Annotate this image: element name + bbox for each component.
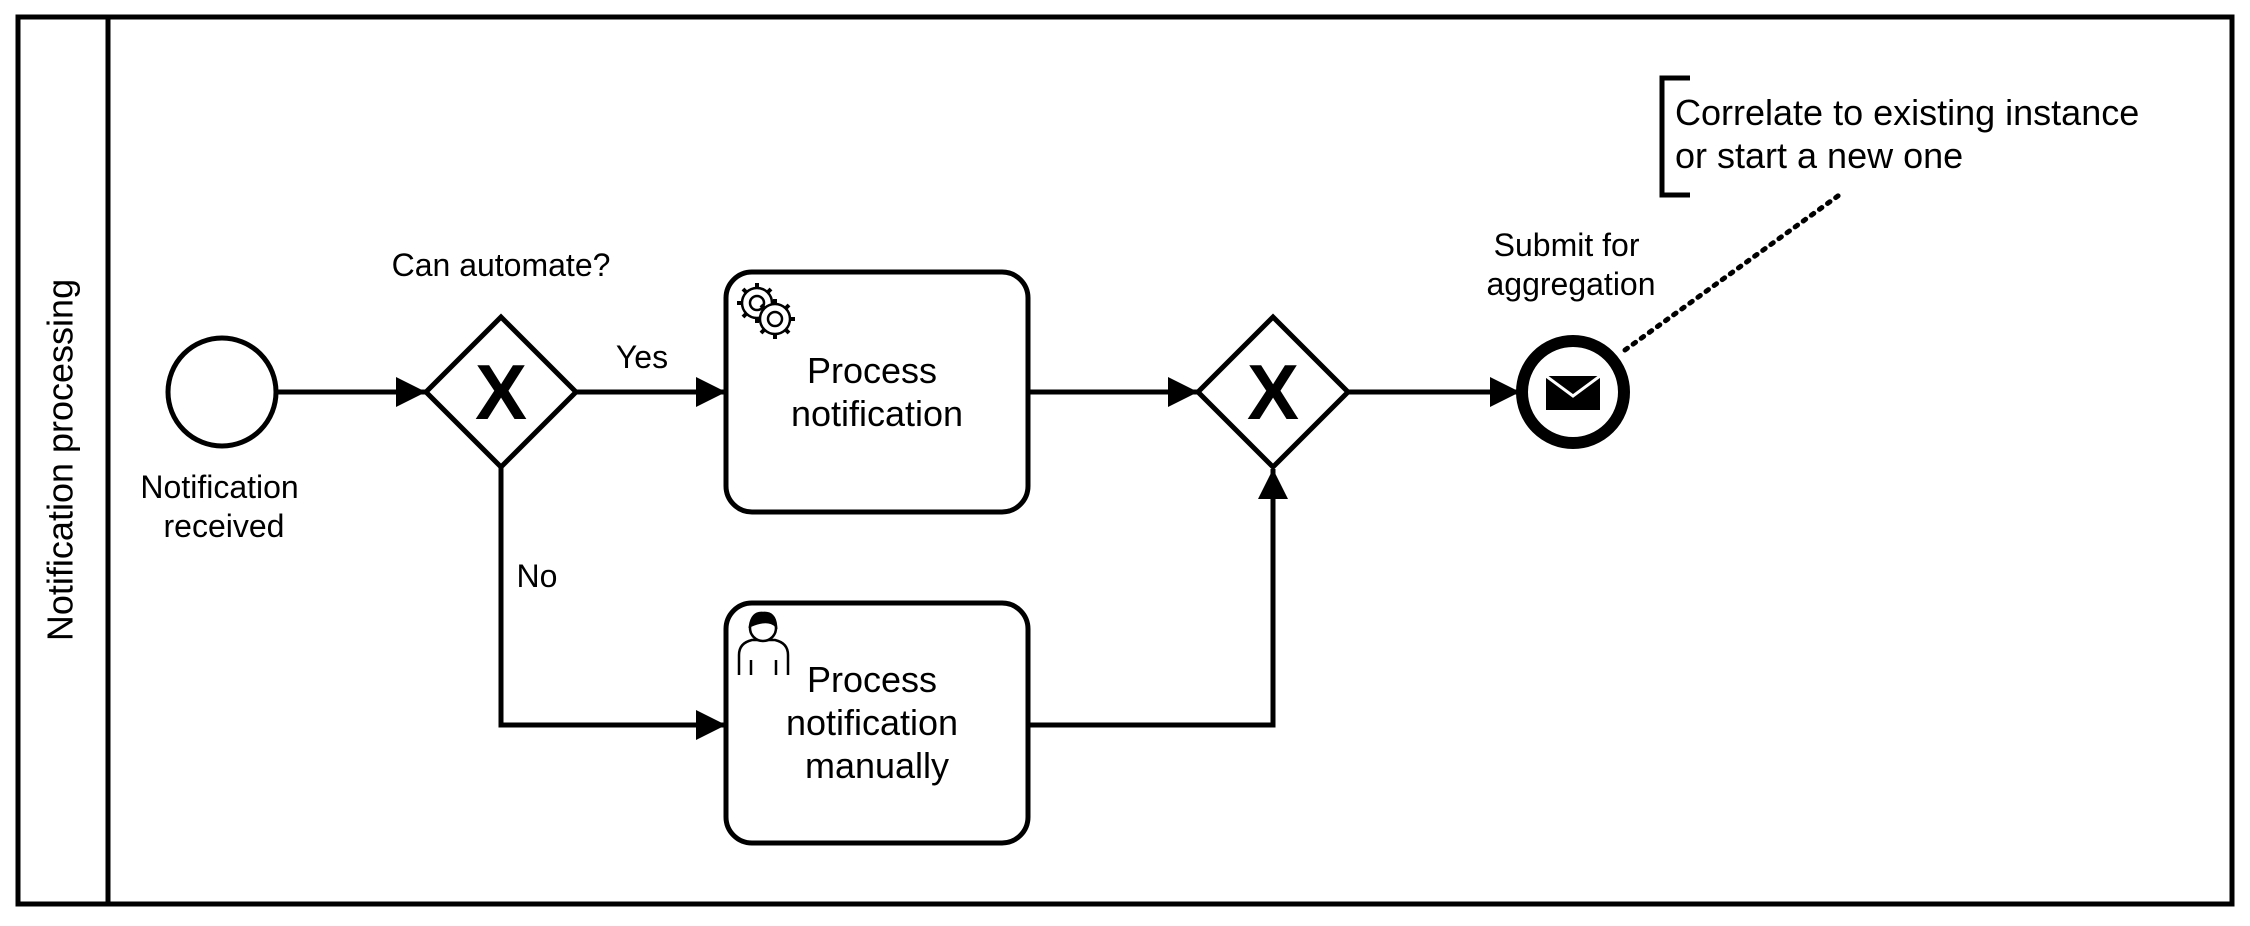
flow-label-no: No <box>517 558 558 594</box>
text-annotation[interactable]: Correlate to existing instance or start … <box>1659 75 2149 198</box>
flow-manual-to-join[interactable] <box>1028 469 1288 728</box>
flow-no[interactable] <box>498 467 726 740</box>
end-event-label: Submit for aggregation <box>1486 227 1655 302</box>
gateway-question-label: Can automate? <box>392 247 611 283</box>
exclusive-gateway-join[interactable]: X <box>1194 313 1352 471</box>
service-task-process-notification[interactable]: Process notification <box>723 269 1031 515</box>
association-line[interactable] <box>1622 190 1845 353</box>
gateway-marker: X <box>1247 348 1299 436</box>
annotation-text: Correlate to existing instance or start … <box>1675 92 2149 176</box>
user-icon <box>737 611 790 675</box>
sequence-flows <box>277 377 1520 740</box>
start-event-label: Notification received <box>140 469 307 544</box>
pool[interactable]: Notification processing <box>15 14 2235 907</box>
flow-label-yes: Yes <box>616 339 668 375</box>
user-task-label: Process notification manually <box>786 659 968 786</box>
gear-icon <box>737 283 795 339</box>
start-event[interactable] <box>165 335 279 449</box>
gateway-marker: X <box>475 348 527 436</box>
pool-label: Notification processing <box>40 279 81 641</box>
user-task-process-notification-manually[interactable]: Process notification manually <box>723 600 1031 846</box>
envelope-icon <box>1545 374 1601 410</box>
message-end-event[interactable] <box>1516 335 1630 449</box>
service-task-label: Process notification <box>791 350 963 434</box>
exclusive-gateway-split[interactable]: X <box>422 313 580 471</box>
